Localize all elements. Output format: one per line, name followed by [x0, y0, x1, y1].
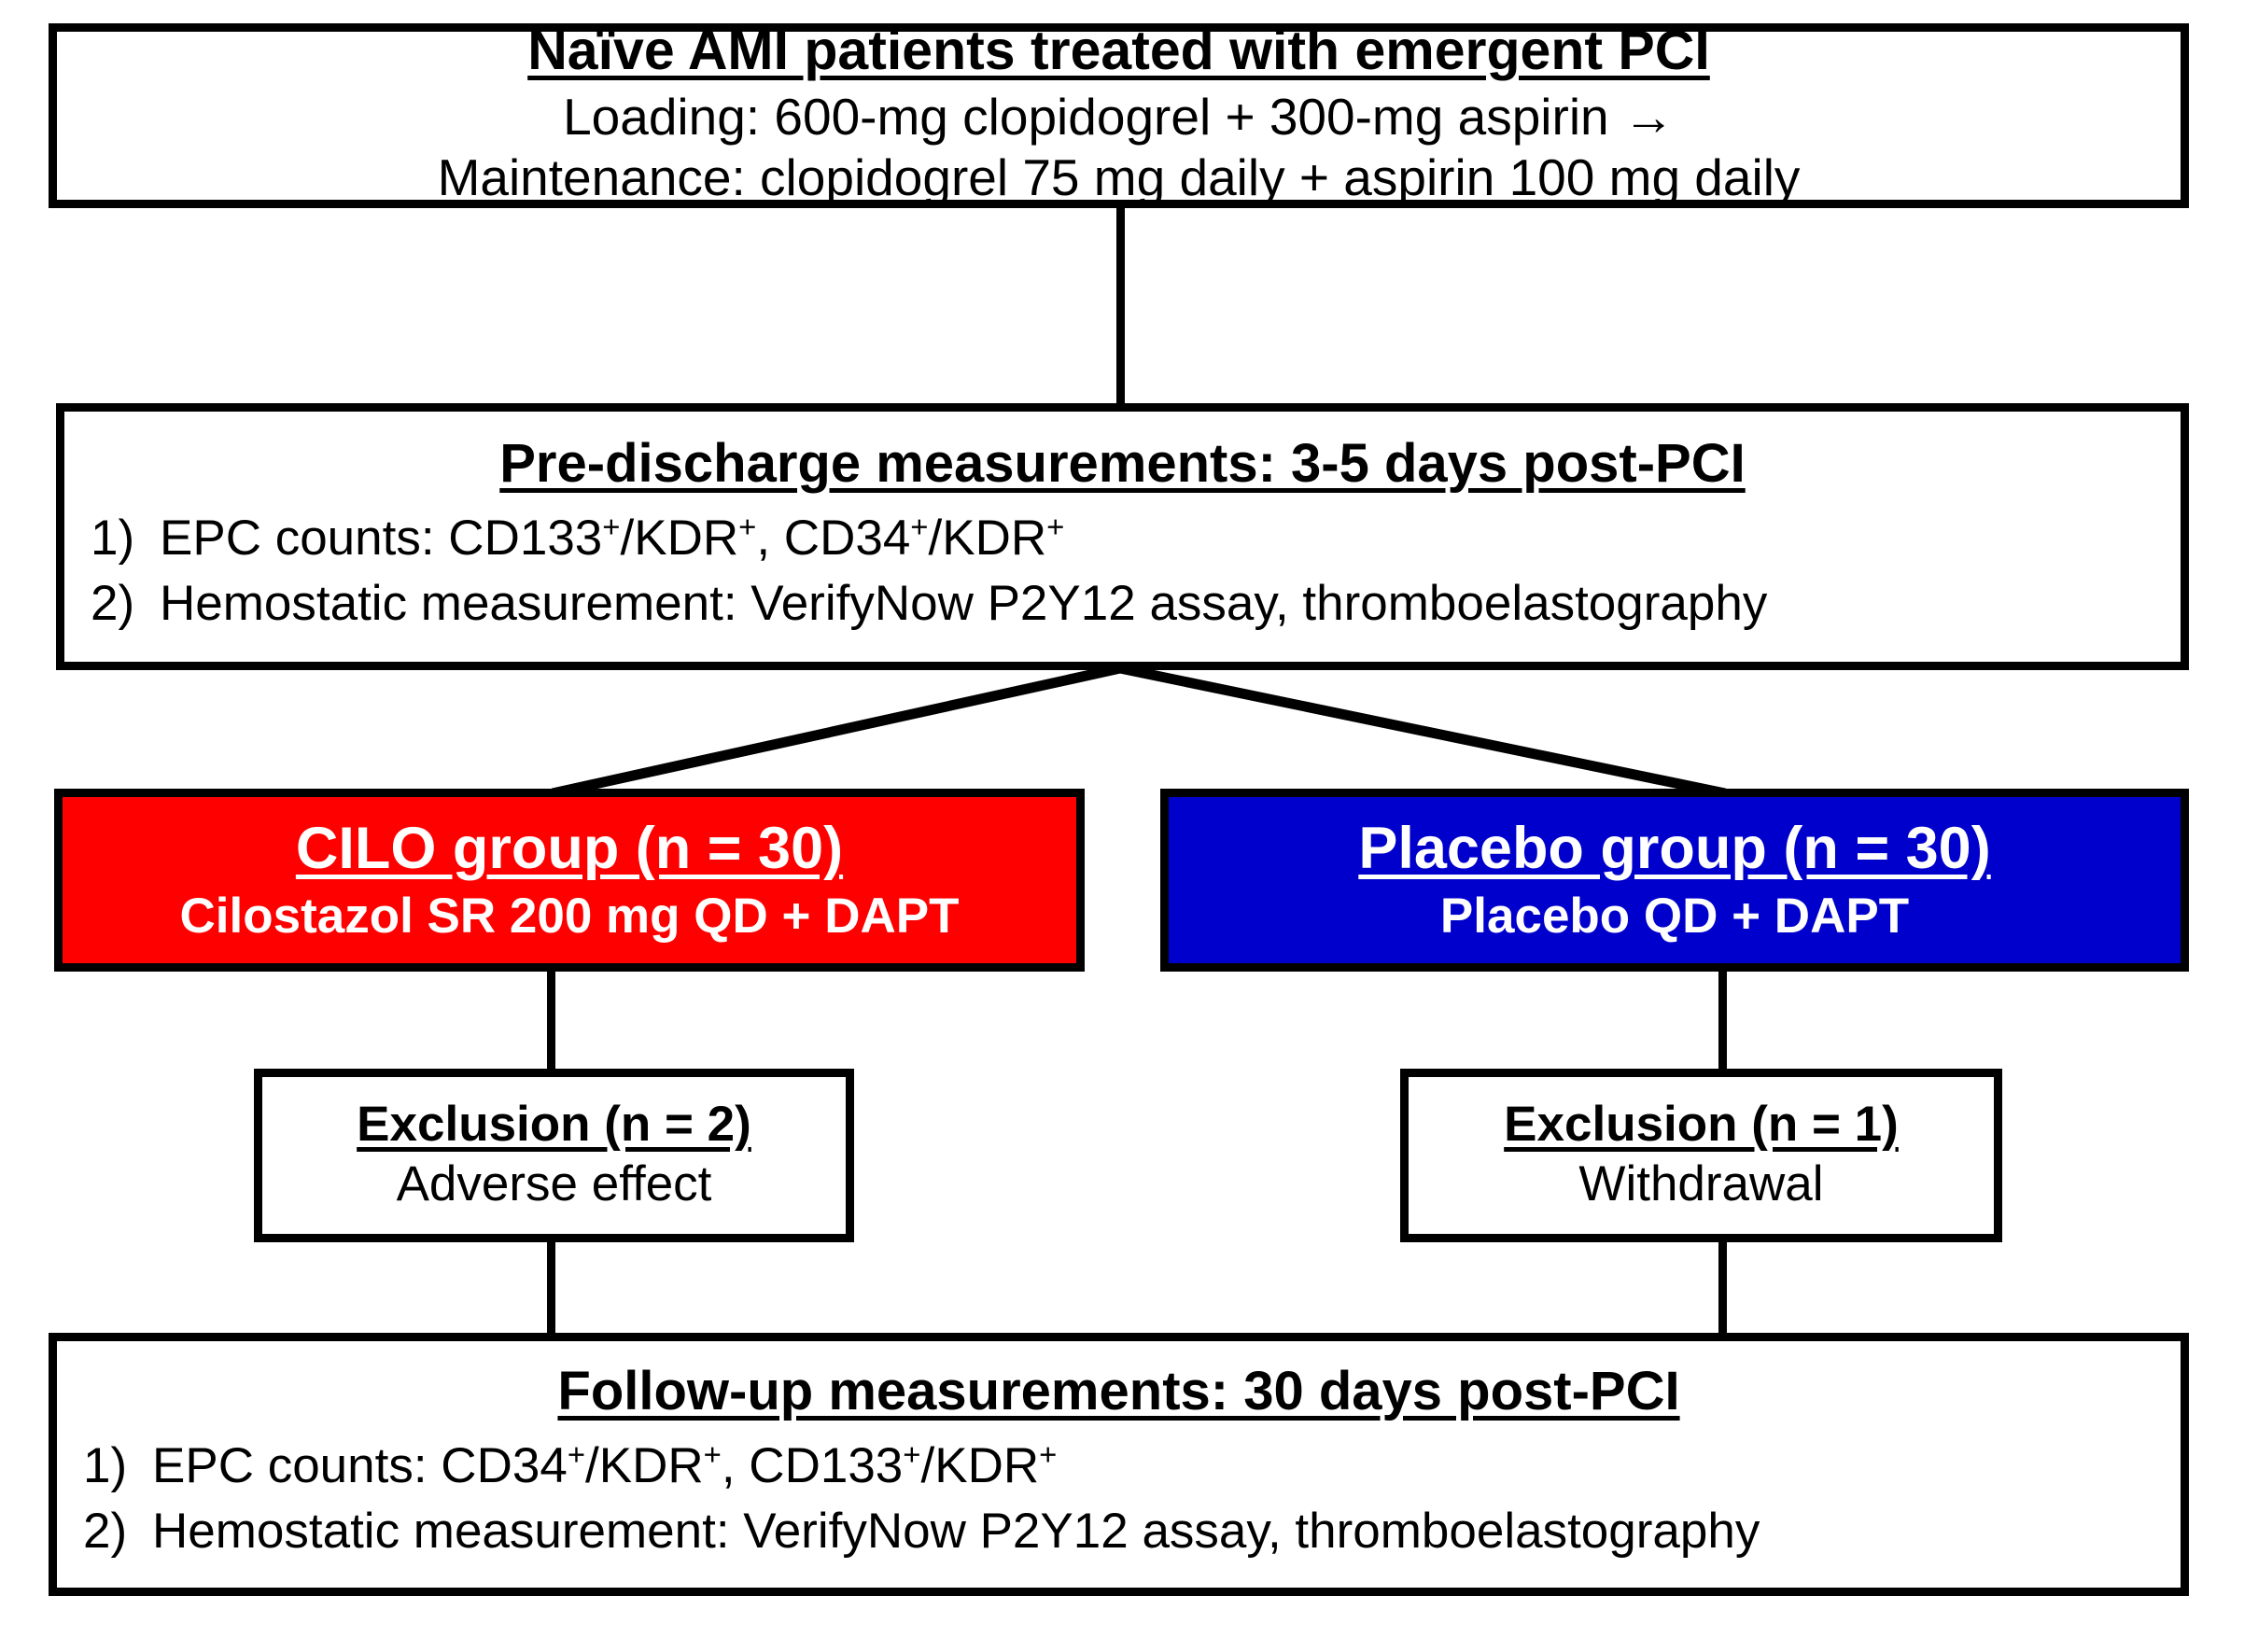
list-item: 1) EPC counts: CD133+/KDR+, CD34+/KDR+: [91, 508, 2164, 570]
placebo-arm-title: Placebo group (n = 30): [1358, 816, 1991, 882]
list-item-text: Hemostatic measurement: VerifyNow P2Y12 …: [160, 576, 1768, 632]
exclusion-placebo-reason: Withdrawal: [1578, 1156, 1824, 1212]
placebo-arm-node: Placebo group (n = 30) Placebo QD + DAPT: [1160, 789, 2189, 972]
list-item: 2) Hemostatic measurement: VerifyNow P2Y…: [91, 573, 2164, 636]
exclusion-placebo-title: Exclusion (n = 1): [1504, 1097, 1899, 1153]
connector-placebo-to-exclusion: [1718, 967, 1727, 1074]
enrollment-node: Naïve AMI patients treated with emergent…: [49, 20, 2189, 208]
cilo-arm-title: CILO group (n = 30): [295, 816, 844, 882]
predischarge-measurement-list: 1) EPC counts: CD133+/KDR+, CD34+/KDR+ 2…: [64, 508, 2181, 640]
list-item-text: Hemostatic measurement: VerifyNow P2Y12 …: [152, 1504, 1760, 1560]
enrollment-maintenance-line: Maintenance: clopidogrel 75 mg daily + a…: [437, 148, 1801, 207]
list-item-text: EPC counts: CD34+/KDR+, CD133+/KDR+: [152, 1436, 1058, 1493]
predischarge-title: Pre-discharge measurements: 3-5 days pos…: [499, 432, 1746, 494]
exclusion-cilo-reason: Adverse effect: [396, 1156, 712, 1212]
list-item-number: 2): [91, 576, 135, 632]
list-item-text: EPC counts: CD133+/KDR+, CD34+/KDR+: [160, 509, 1065, 566]
exclusion-cilo-node: Exclusion (n = 2) Adverse effect: [254, 1069, 854, 1242]
followup-node: Follow-up measurements: 30 days post-PCI…: [49, 1333, 2189, 1596]
followup-title: Follow-up measurements: 30 days post-PCI: [557, 1360, 1680, 1421]
exclusion-placebo-node: Exclusion (n = 1) Withdrawal: [1400, 1069, 2002, 1242]
connector-exclusion-cilo-to-followup: [547, 1238, 555, 1338]
predischarge-node: Pre-discharge measurements: 3-5 days pos…: [56, 403, 2189, 670]
connector-split-to-arms: [551, 663, 1727, 799]
cilo-arm-node: CILO group (n = 30) Cilostazol SR 200 mg…: [54, 789, 1085, 972]
list-item: 2) Hemostatic measurement: VerifyNow P2Y…: [83, 1501, 2164, 1563]
placebo-arm-subtitle: Placebo QD + DAPT: [1439, 889, 1910, 944]
connector-enrollment-to-predischarge: [1116, 203, 1125, 409]
list-item-number: 2): [83, 1504, 128, 1560]
connector-cilo-to-exclusion: [547, 967, 555, 1074]
followup-measurement-list: 1) EPC counts: CD34+/KDR+, CD133+/KDR+ 2…: [57, 1435, 2181, 1568]
list-item-number: 1): [83, 1437, 128, 1493]
enrollment-title: Naïve AMI patients treated with emergent…: [527, 20, 1710, 82]
list-item-number: 1): [91, 510, 135, 566]
connector-exclusion-placebo-to-followup: [1718, 1238, 1727, 1338]
enrollment-loading-line: Loading: 600-mg clopidogrel + 300-mg asp…: [563, 88, 1675, 147]
exclusion-cilo-title: Exclusion (n = 2): [357, 1097, 751, 1153]
list-item: 1) EPC counts: CD34+/KDR+, CD133+/KDR+: [83, 1435, 2164, 1498]
cilo-arm-subtitle: Cilostazol SR 200 mg QD + DAPT: [179, 889, 960, 944]
